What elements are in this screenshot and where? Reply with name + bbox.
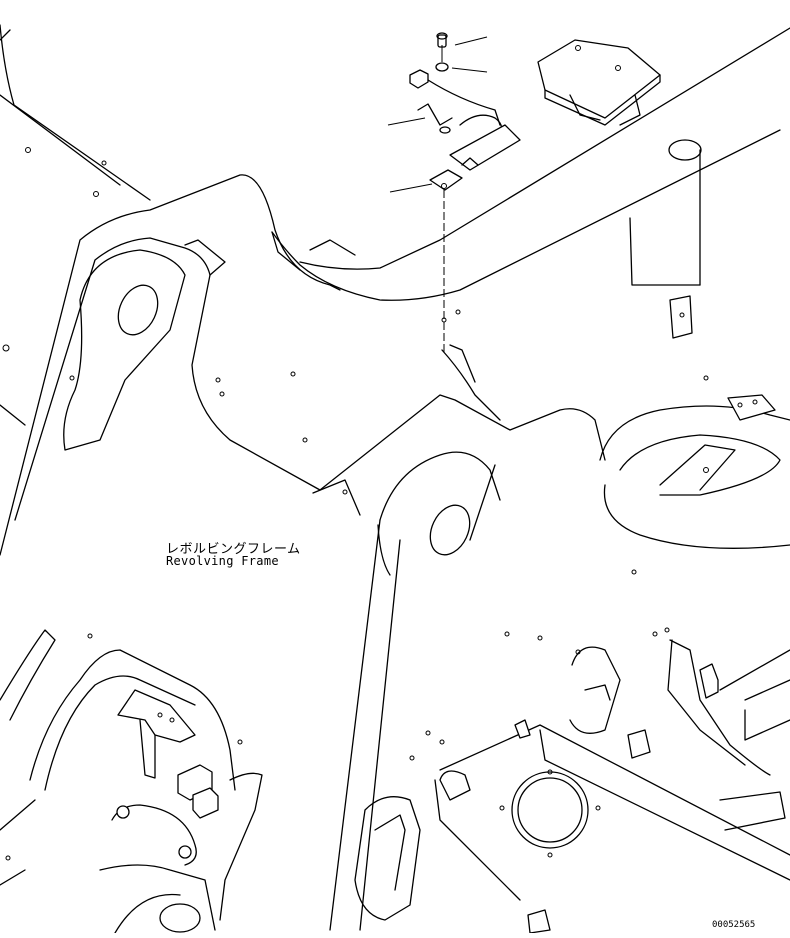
part-label-english: Revolving Frame: [166, 554, 279, 568]
frame-lower-left: [0, 629, 263, 934]
frame-main-beam: [271, 27, 790, 421]
clip-bracket-assembly: [387, 32, 521, 355]
frame-right-ring: [599, 295, 790, 549]
frame-center-plate: [329, 464, 670, 931]
frame-lower-right: [354, 639, 790, 934]
frame-upper-left: [0, 24, 151, 352]
frame-left-arm: [0, 174, 341, 556]
frame-top-mount: [537, 39, 661, 126]
part-label-japanese: レボルビングフレーム: [166, 542, 301, 557]
frame-center-boss: [312, 394, 606, 576]
drawing-number: 00052565: [712, 920, 756, 930]
